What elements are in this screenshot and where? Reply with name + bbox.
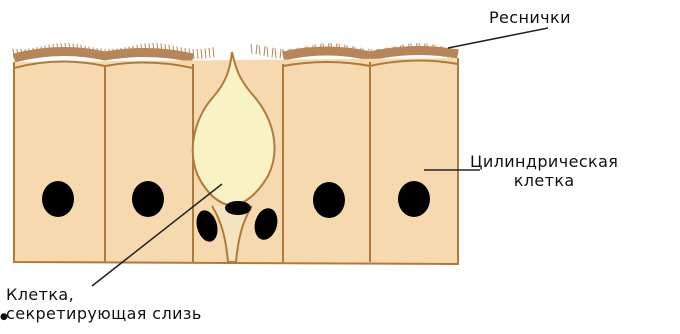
cilium: [275, 48, 276, 58]
nucleus-goblet-top: [225, 201, 251, 215]
goblet-cell-label: Клетка, секретирующая слизь: [6, 285, 202, 323]
cilium: [209, 48, 210, 58]
goblet-cell-label-line1: Клетка,: [6, 285, 202, 304]
cilium: [259, 45, 260, 55]
nucleus-cell-5: [398, 181, 430, 217]
nucleus-cell-2: [132, 181, 164, 217]
cilia-band: [14, 50, 458, 58]
cilia-leader-line: [448, 28, 548, 48]
cilium: [256, 44, 257, 54]
cilium: [267, 47, 268, 57]
nucleus-cell-1: [42, 181, 74, 217]
cilium: [213, 47, 214, 57]
cilium: [13, 49, 14, 59]
cilium: [205, 49, 206, 59]
cilia-label: Реснички: [489, 8, 571, 27]
columnar-cell-label: Цилиндрическая клетка: [470, 152, 618, 190]
columnar-cell-label-line1: Цилиндрическая: [470, 152, 618, 171]
bullet-mark: ●: [0, 312, 8, 322]
cilium: [283, 49, 284, 59]
columnar-cell-label-line2: клетка: [470, 171, 618, 190]
nucleus-cell-4: [313, 182, 345, 218]
cilium: [197, 49, 198, 59]
cilium: [193, 49, 194, 59]
cilium: [272, 48, 273, 58]
cilium: [251, 44, 252, 54]
cilium: [264, 46, 265, 56]
goblet-cell-label-line2: секретирующая слизь: [6, 304, 202, 323]
cilia-fringe: [13, 43, 458, 59]
cilium: [201, 49, 202, 59]
cilium: [280, 49, 281, 59]
